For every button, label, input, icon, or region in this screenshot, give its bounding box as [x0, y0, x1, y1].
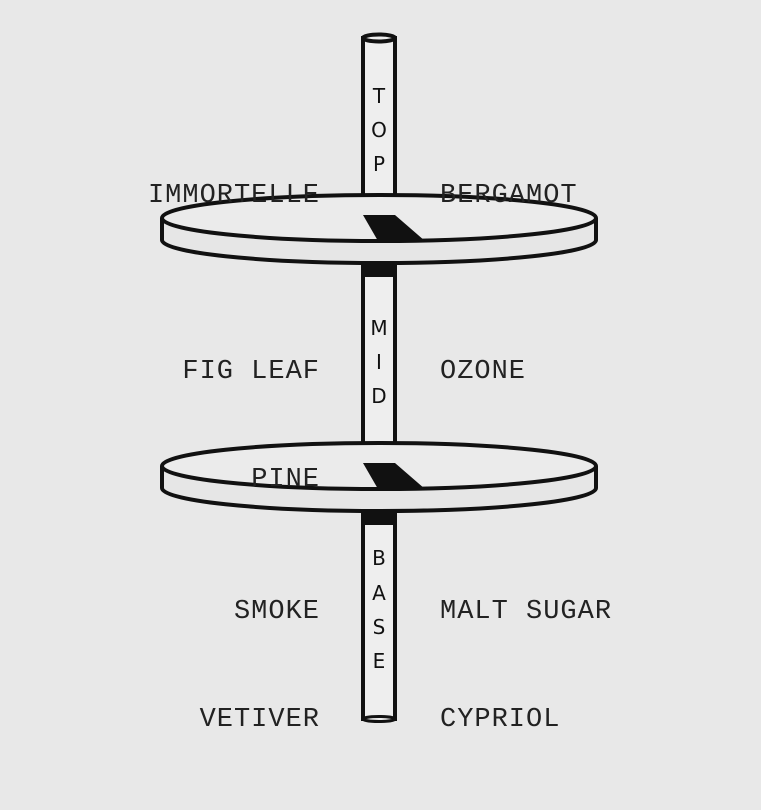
tier-letter: D [371, 384, 386, 408]
upper-disc [160, 193, 598, 265]
tier-letter: E [373, 649, 386, 673]
tier-letter: T [372, 84, 386, 108]
mid-notes-left: FIG LEAF PINE [182, 282, 320, 570]
tier-letter: S [373, 615, 386, 639]
note-label: FIG LEAF [182, 357, 320, 387]
tier-letter: B [372, 546, 386, 570]
note-label: BERGAMOT [440, 181, 578, 211]
note-label: IMMORTELLE [147, 181, 320, 211]
tier-letter: O [371, 118, 387, 142]
pyramid-drawing: T O P M I D B A [160, 32, 598, 723]
tier-letter: I [376, 350, 382, 374]
mid-notes-right: OZONE [440, 282, 526, 462]
top-notes-right: BERGAMOT [440, 106, 578, 286]
fragrance-pyramid-diagram: T O P M I D B A [148, 32, 611, 735]
top-stem: T O P [361, 32, 397, 217]
note-label: VETIVER [199, 705, 320, 735]
tier-letter: P [373, 152, 385, 176]
mid-stem: M I D [361, 261, 397, 467]
base-notes-right: MALT SUGAR CYPRIOL [440, 522, 612, 810]
tier-letter: M [370, 316, 387, 340]
tier-letter: A [372, 581, 386, 605]
note-label: SMOKE [233, 597, 320, 627]
lower-disc [160, 441, 598, 513]
note-label: PINE [251, 465, 320, 495]
note-label: CYPRIOL [440, 705, 561, 735]
base-stem: B A S E [361, 509, 397, 723]
note-label: OZONE [440, 357, 527, 387]
top-notes-left: IMMORTELLE [148, 106, 320, 286]
note-label: MALT SUGAR [440, 597, 613, 627]
base-notes-left: SMOKE VETIVER [200, 522, 320, 810]
